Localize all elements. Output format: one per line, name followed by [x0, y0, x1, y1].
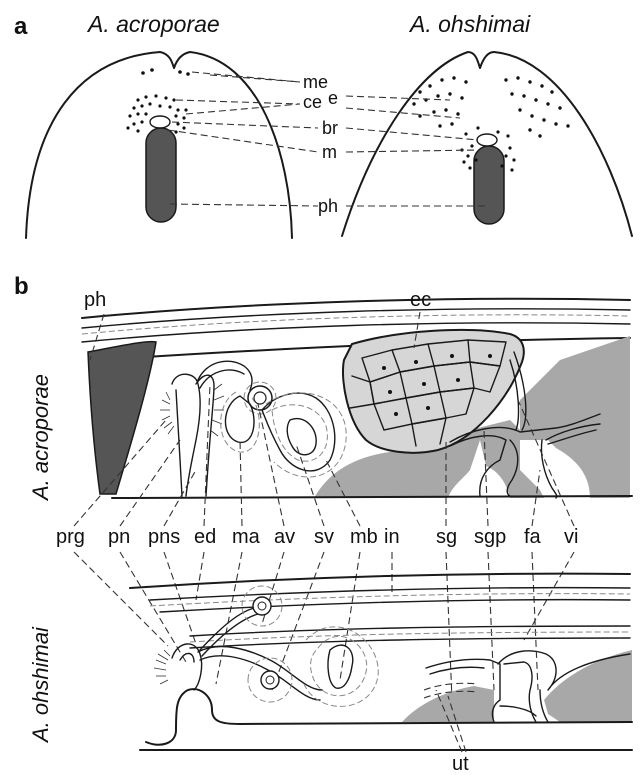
- row-label-ma: ma: [232, 526, 261, 548]
- panel-a-letter: a: [14, 13, 28, 40]
- gut-tissue-bottom-right: [544, 650, 632, 722]
- species-side-top: A. acroporae: [28, 374, 53, 502]
- row-label-ed: ed: [194, 526, 216, 548]
- label-ut: ut: [452, 753, 469, 775]
- pharynx-left: [146, 128, 176, 222]
- row-label-sg: sg: [436, 526, 457, 548]
- panel-b-letter: b: [14, 273, 29, 300]
- prostatic-glands-bottom: [154, 650, 170, 684]
- row-label-mb: mb: [350, 526, 378, 548]
- seminal-vesicle-bottom: [328, 645, 353, 688]
- row-label-in: in: [384, 526, 400, 548]
- row-label-av: av: [274, 526, 295, 548]
- ejaculatory-duct-bottom: [198, 647, 322, 700]
- label-e: e: [328, 88, 338, 108]
- penis-bottom: [172, 644, 202, 690]
- label-ec: ec: [410, 289, 431, 311]
- row-label-pns: pns: [148, 526, 180, 548]
- species-title-left: A. acroporae: [86, 11, 220, 37]
- gut-tissue-bottom: [402, 686, 494, 722]
- species-side-bottom: A. ohshimai: [28, 626, 53, 744]
- middle-label-row: prg pn pns ed ma av sv mb in sg sgp fa v…: [56, 526, 578, 548]
- label-br: br: [322, 118, 338, 138]
- brain-left: [150, 116, 170, 128]
- row-label-prg: prg: [56, 526, 85, 548]
- row-label-vi: vi: [564, 526, 578, 548]
- row-label-fa: fa: [524, 526, 542, 548]
- brain-right: [477, 134, 497, 146]
- label-me: me: [303, 72, 328, 92]
- row-label-pn: pn: [108, 526, 130, 548]
- label-ce: ce: [303, 92, 322, 112]
- panel-a: a A. acroporae A. ohshimai: [14, 11, 632, 238]
- label-m: m: [322, 142, 337, 162]
- species-title-right: A. ohshimai: [408, 11, 531, 37]
- pharynx-right: [474, 146, 504, 224]
- row-label-sv: sv: [314, 526, 334, 548]
- specimen-ohshimai: [130, 574, 632, 750]
- row-label-sgp: sgp: [474, 526, 506, 548]
- male-atrium-top: [225, 396, 254, 442]
- panel-b: b A. acroporae A. ohshimai: [14, 273, 632, 775]
- label-ph-a: ph: [318, 196, 338, 216]
- label-ph-b: ph: [84, 289, 106, 311]
- specimen-acroporae: [82, 299, 632, 498]
